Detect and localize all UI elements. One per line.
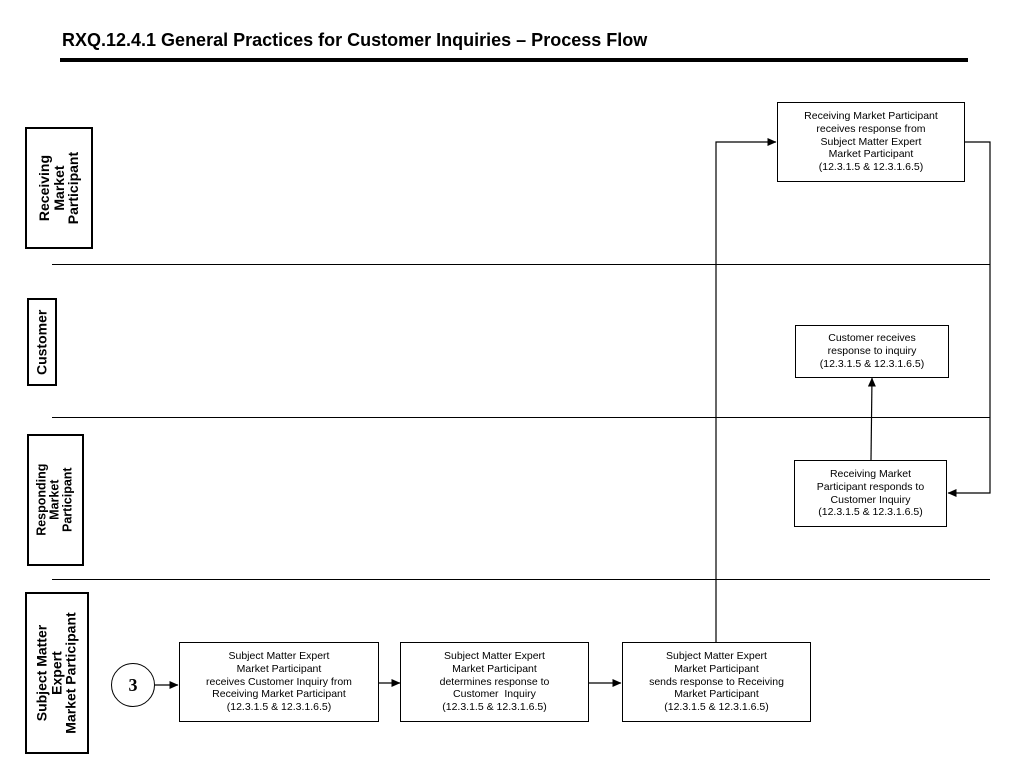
lane-label-responding-market-participant: Responding Market Participant (27, 434, 84, 566)
process-box-sme-receives: Subject Matter Expert Market Participant… (179, 642, 379, 722)
arrow-rmp-receives-to-rmp-responds (947, 141, 991, 497)
process-box-sme-sends: Subject Matter Expert Market Participant… (622, 642, 811, 722)
process-box-customer-receives: Customer receives response to inquiry (1… (795, 325, 949, 378)
lane-divider-3 (52, 579, 990, 580)
arrow-rmp-responds-to-customer (867, 377, 876, 461)
process-box-rmp-responds: Receiving Market Participant responds to… (794, 460, 947, 527)
title-underline (60, 58, 968, 62)
lane-divider-1 (52, 264, 990, 265)
lane-label-receiving-market-participant: Receiving Market Participant (25, 127, 93, 249)
process-box-sme-determines: Subject Matter Expert Market Participant… (400, 642, 589, 722)
off-page-connector: 3 (111, 663, 155, 707)
lane-label-customer: Customer (27, 298, 57, 386)
arrow-sme-sends-to-rmp-receives (715, 138, 777, 642)
lane-divider-2 (52, 417, 990, 418)
page-title: RXQ.12.4.1 General Practices for Custome… (62, 30, 648, 50)
process-box-rmp-receives: Receiving Market Participant receives re… (777, 102, 965, 182)
lane-label-subject-matter-expert: Subject Matter Expert Market Participant (25, 592, 89, 754)
